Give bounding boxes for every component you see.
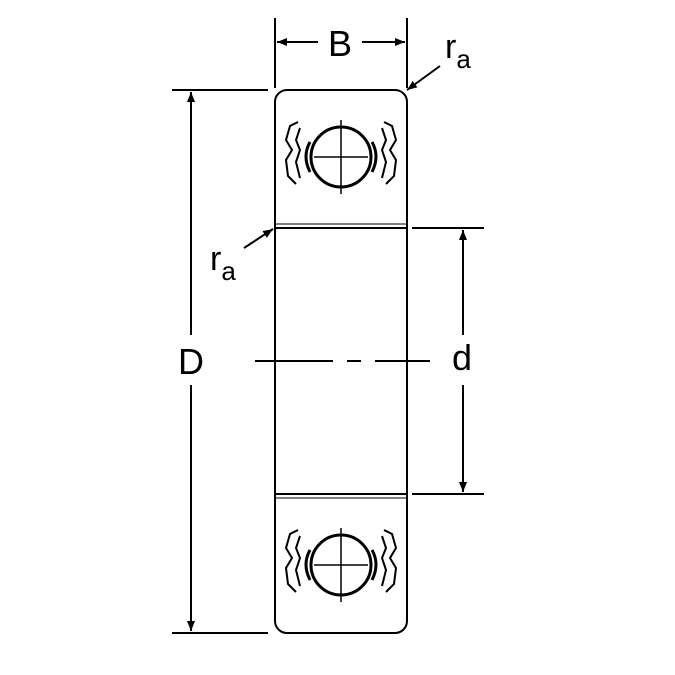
outer-diameter-dimension <box>172 89 268 634</box>
bottom-cage-left <box>304 549 312 581</box>
width-label: B <box>328 23 352 64</box>
fillet-radius-label-bottom: ra <box>210 240 236 286</box>
bore-diameter-dimension <box>412 227 484 495</box>
fillet-radius-leader-top <box>406 65 441 91</box>
top-cage-left <box>304 141 312 173</box>
top-right-seal <box>380 121 398 185</box>
bottom-cage-right <box>370 549 378 581</box>
bottom-ball-assembly <box>284 528 398 602</box>
bore-diameter-label: d <box>452 337 472 378</box>
outer-diameter-label: D <box>178 341 204 382</box>
top-left-seal <box>284 121 302 185</box>
width-dimension <box>274 18 408 88</box>
bottom-right-seal <box>380 529 398 593</box>
top-ball-assembly <box>284 120 398 194</box>
top-cage-right <box>370 141 378 173</box>
bottom-left-seal <box>284 529 302 593</box>
fillet-radius-leader-bottom <box>243 228 274 249</box>
fillet-radius-label-top: ra <box>445 28 471 74</box>
